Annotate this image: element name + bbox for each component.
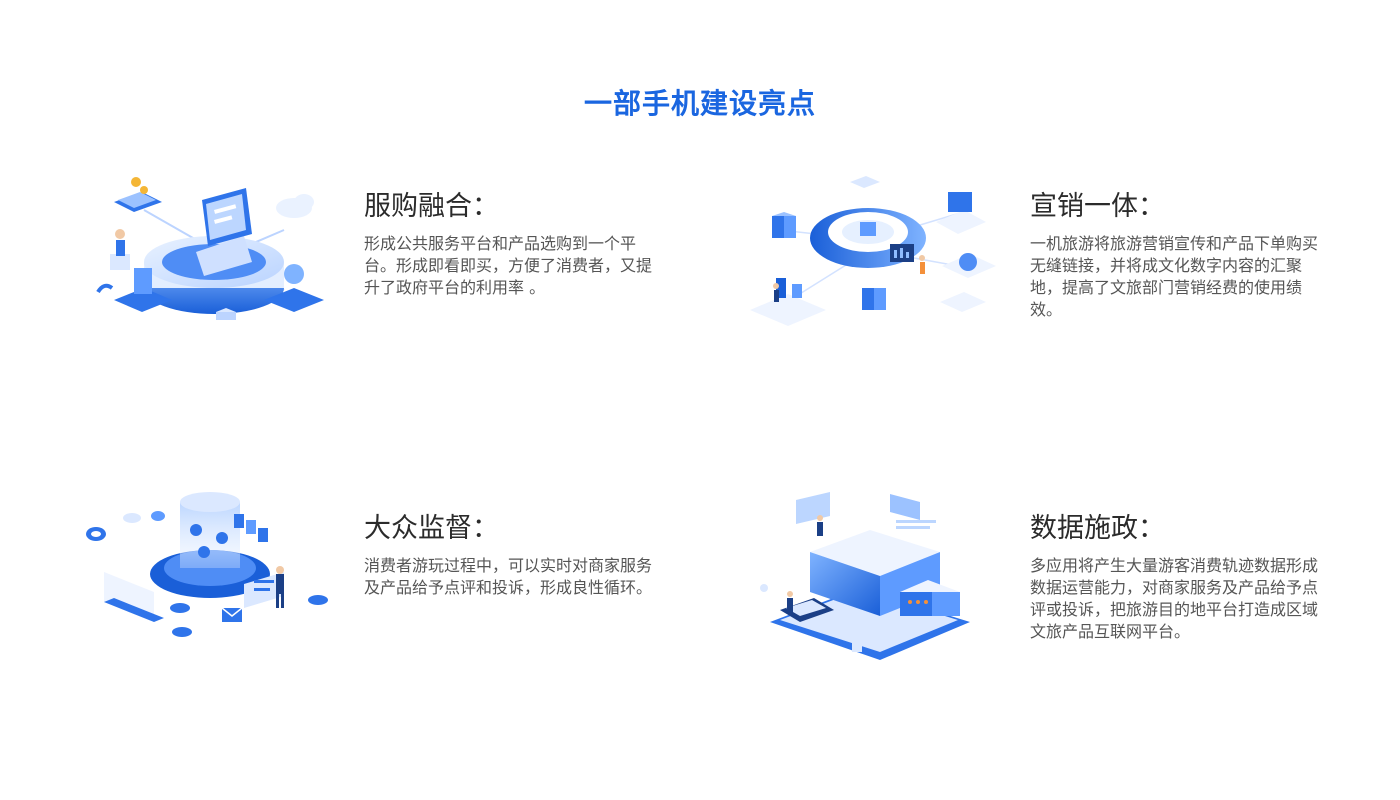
feature-description: 消费者游玩过程中，可以实时对商家服务及产品给予点评和投诉，形成良性循环。 (364, 556, 653, 597)
feature-heading: 服购融合： (364, 191, 499, 222)
feature-block-service-purchase: 服购融合： 形成公共服务平台和产品选购到一个平台。形成即看即买，方便了消费者，又… (84, 170, 704, 370)
laptop-platform-illustration (84, 170, 344, 360)
page-title: 一部手机建设亮点 (583, 87, 816, 120)
data-center-illustration (750, 492, 1010, 682)
feature-heading: 数据施政： (1030, 513, 1165, 544)
feature-block-marketing-sales: 宣销一体： 一机旅游将旅游营销宣传和产品下单购买无缝链接，并将成文化数字内容的汇… (750, 170, 1370, 370)
feature-block-data-governance: 数据施政： 多应用将产生大量游客消费轨迹数据形成数据运营能力，对商家服务及产品给… (750, 492, 1370, 692)
ring-network-illustration (750, 170, 1010, 360)
feature-block-public-supervision: 大众监督： 消费者游玩过程中，可以实时对商家服务及产品给予点评和投诉，形成良性循… (84, 492, 704, 692)
feature-description: 多应用将产生大量游客消费轨迹数据形成数据运营能力，对商家服务及产品给予点评或投诉… (1030, 556, 1319, 641)
feature-description: 一机旅游将旅游营销宣传和产品下单购买无缝链接，并将成文化数字内容的汇聚地，提高了… (1030, 234, 1319, 319)
feature-heading: 大众监督： (364, 513, 499, 544)
feature-heading: 宣销一体： (1030, 191, 1165, 222)
feature-description: 形成公共服务平台和产品选购到一个平台。形成即看即买，方便了消费者，又提升了政府平… (364, 234, 653, 297)
users-monitor-illustration (84, 492, 344, 682)
